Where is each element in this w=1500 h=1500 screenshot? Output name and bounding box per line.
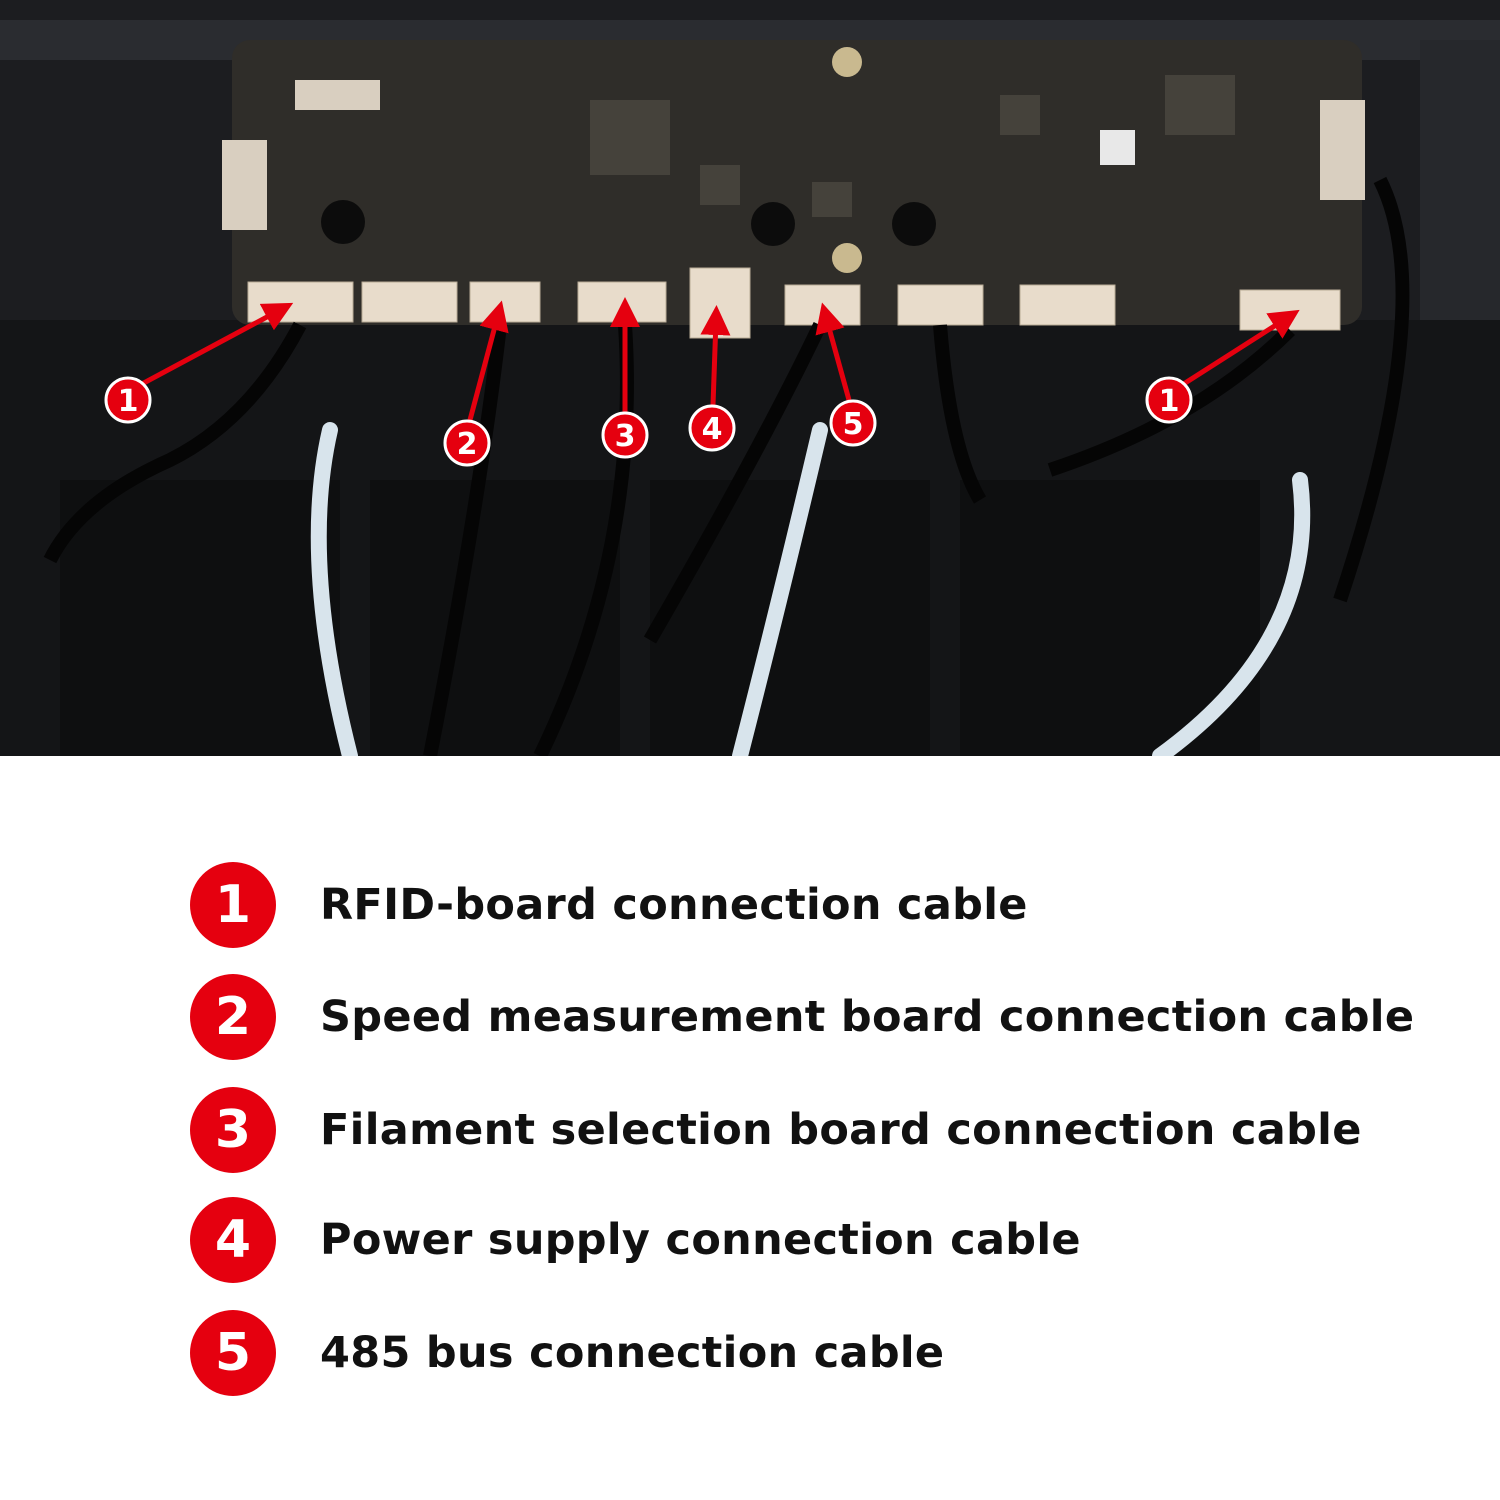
legend-label: Power supply connection cable	[320, 1215, 1081, 1265]
legend-item-5: 5 485 bus connection cable	[190, 1308, 944, 1398]
legend-item-3: 3 Filament selection board connection ca…	[190, 1085, 1362, 1175]
svg-text:5: 5	[843, 407, 864, 442]
circuit-board-photo: 1 2 3 4 5 1	[0, 0, 1500, 756]
pcb	[232, 40, 1362, 325]
number-badge: 5	[190, 1310, 276, 1396]
number-badge: 1	[190, 862, 276, 948]
number-badge: 2	[190, 974, 276, 1060]
svg-text:2: 2	[457, 427, 478, 462]
marker-1-right: 1	[1145, 376, 1193, 424]
legend-item-1: 1 RFID-board connection cable	[190, 860, 1028, 950]
marker-5: 5	[829, 399, 877, 447]
legend-item-2: 2 Speed measurement board connection cab…	[190, 972, 1414, 1062]
arrow-5	[815, 302, 852, 401]
marker-1-left: 1	[104, 376, 152, 424]
number-badge: 3	[190, 1087, 276, 1173]
marker-2: 2	[443, 419, 491, 467]
svg-text:1: 1	[1159, 384, 1180, 419]
svg-text:4: 4	[702, 412, 723, 447]
legend-label: Speed measurement board connection cable	[320, 992, 1415, 1042]
arrow-1-left	[138, 302, 294, 388]
legend-label: 485 bus connection cable	[320, 1328, 945, 1378]
arrow-2	[467, 300, 509, 421]
number-badge: 4	[190, 1197, 276, 1283]
marker-3: 3	[601, 411, 649, 459]
svg-text:1: 1	[118, 384, 139, 419]
marker-4: 4	[688, 404, 736, 452]
arrow-4	[700, 305, 731, 406]
arrow-1-right	[1180, 309, 1300, 388]
svg-text:3: 3	[615, 419, 636, 454]
legend-item-4: 4 Power supply connection cable	[190, 1195, 1081, 1285]
legend-label: RFID-board connection cable	[320, 880, 1028, 930]
legend-label: Filament selection board connection cabl…	[320, 1105, 1362, 1155]
